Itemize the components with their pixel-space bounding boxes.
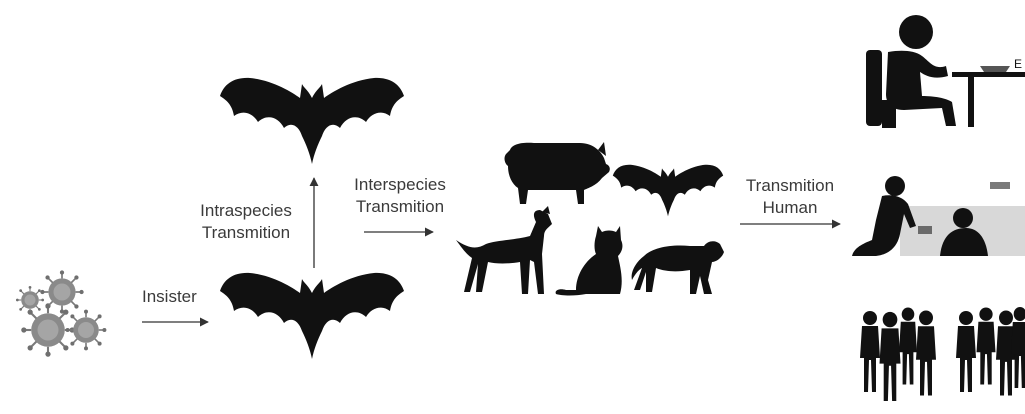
civet-icon	[632, 241, 724, 294]
label-insister: Insister	[142, 286, 197, 308]
dog-icon	[456, 206, 552, 294]
label-human-line1: Transmition	[730, 175, 850, 197]
bat-icon	[613, 165, 723, 217]
label-human-line2: Human	[730, 197, 850, 219]
crowd-icon	[860, 307, 1025, 401]
label-interspecies: Interspecies Transmition	[340, 174, 460, 218]
person-eating-icon: E	[866, 15, 1025, 128]
caregiver-patient-icon	[852, 176, 1025, 256]
label-intraspecies: Intraspecies Transmition	[186, 200, 306, 244]
label-interspecies-line1: Interspecies	[340, 174, 460, 196]
virus-cluster-icon	[16, 270, 106, 356]
bat-icon	[220, 273, 404, 359]
label-interspecies-line2: Transmition	[340, 196, 460, 218]
label-intraspecies-line2: Transmition	[186, 222, 306, 244]
svg-text:E: E	[1014, 57, 1022, 71]
label-intraspecies-line1: Intraspecies	[186, 200, 306, 222]
cat-icon	[556, 226, 623, 296]
pig-icon	[505, 142, 610, 204]
bat-icon	[220, 78, 404, 164]
label-human-transmission: Transmition Human	[730, 175, 850, 219]
